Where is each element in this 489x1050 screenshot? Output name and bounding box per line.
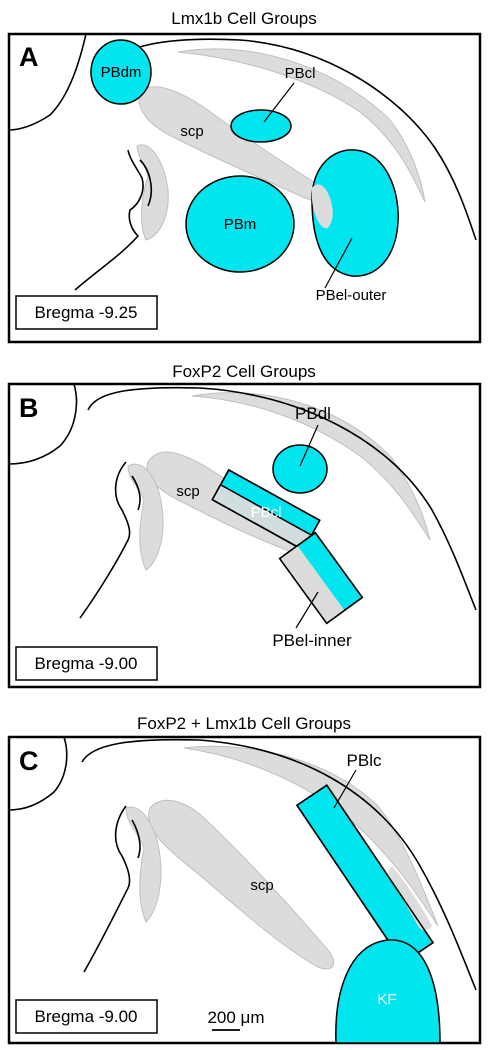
- scp-label-b: scp: [176, 483, 199, 500]
- panel-b-letter: B: [19, 393, 39, 423]
- ventricle-outline-c: [83, 805, 131, 973]
- panel-c-frame: [7, 735, 482, 1045]
- lateral-gray-crescent-b: [191, 392, 431, 541]
- kf-nucleus: [335, 939, 441, 1043]
- medial-gray-band-b: [127, 463, 164, 571]
- panel-a-letter: A: [19, 42, 39, 72]
- pbdm-nucleus: [90, 39, 152, 105]
- pbel-outer-label: PBel-outer: [316, 287, 387, 304]
- pbdm-label: PBdm: [101, 64, 142, 81]
- pbdl-leader-line: [299, 424, 319, 467]
- ventricle-outline-b: [79, 461, 131, 619]
- pbel-inner-gray-portion: [279, 545, 345, 624]
- panel-a-title: Lmx1b Cell Groups: [171, 9, 317, 28]
- lateral-gray-crescent: [177, 48, 426, 203]
- scp-label-a: scp: [180, 123, 203, 140]
- lateral-gray-crescent-c: [183, 745, 439, 927]
- scale-bar-label: 200 μm: [207, 1008, 264, 1027]
- pbcl-nucleus-a: [230, 109, 292, 143]
- pbcl-label-a: PBcl: [285, 65, 316, 82]
- bregma-label-a: Bregma -9.25: [35, 303, 138, 322]
- pbel-outer-nucleus: [311, 149, 399, 277]
- panel-b-frame: [7, 382, 482, 689]
- bregma-box-c: [15, 999, 158, 1034]
- panel-c-title: FoxP2 + Lmx1b Cell Groups: [137, 714, 351, 733]
- pbdl-nucleus: [272, 444, 328, 494]
- pblc-label: PBlc: [347, 751, 382, 770]
- pblc-gray-overlap: [388, 866, 432, 931]
- pbel-outer-leader-line: [324, 237, 353, 289]
- dorsal-outline-c: [9, 737, 68, 811]
- dorsal-surface-line: [109, 38, 477, 241]
- pbcl-leader-line: [263, 82, 295, 123]
- pblc-leader-line: [333, 769, 357, 809]
- dorsal-surface-line-b: [87, 386, 477, 611]
- pbm-nucleus: [185, 175, 295, 273]
- pbel-inner-leader-line: [295, 591, 319, 629]
- pbdl-label: PBdl: [295, 404, 331, 423]
- panel-a: Lmx1b Cell Groups PBdm P: [7, 9, 482, 344]
- kf-label: KF: [377, 991, 396, 1008]
- ventricle-inner-outline-b: [131, 475, 141, 511]
- bregma-box-b: [15, 646, 158, 681]
- bregma-box-a: [15, 295, 158, 330]
- scp-overlap-a: [312, 184, 333, 229]
- pbel-inner-label: PBel-inner: [272, 631, 352, 650]
- panel-a-frame: [7, 32, 482, 344]
- pbcl-label-b: PBcl: [251, 504, 282, 521]
- dorsal-outline: [9, 34, 87, 131]
- ventricle-inner-outline-c: [131, 819, 141, 859]
- pbel-inner-box-outline: [278, 531, 364, 625]
- scp-region-c: [148, 799, 335, 970]
- dorsal-outline-b: [9, 384, 78, 465]
- ventricle-outline: [74, 149, 144, 291]
- dorsal-surface-line-c: [81, 738, 477, 991]
- panel-c: FoxP2 + Lmx1b Cell Groups: [7, 714, 482, 1045]
- bregma-label-c: Bregma -9.00: [35, 1007, 138, 1026]
- scp-label-c: scp: [250, 877, 273, 894]
- ventricle-inner-outline: [139, 159, 152, 207]
- panel-c-letter: C: [19, 746, 39, 776]
- pbm-label: PBm: [224, 216, 257, 233]
- bregma-label-b: Bregma -9.00: [35, 654, 138, 673]
- panel-b-title: FoxP2 Cell Groups: [172, 362, 316, 381]
- panel-b: FoxP2 Cell Groups: [7, 362, 482, 689]
